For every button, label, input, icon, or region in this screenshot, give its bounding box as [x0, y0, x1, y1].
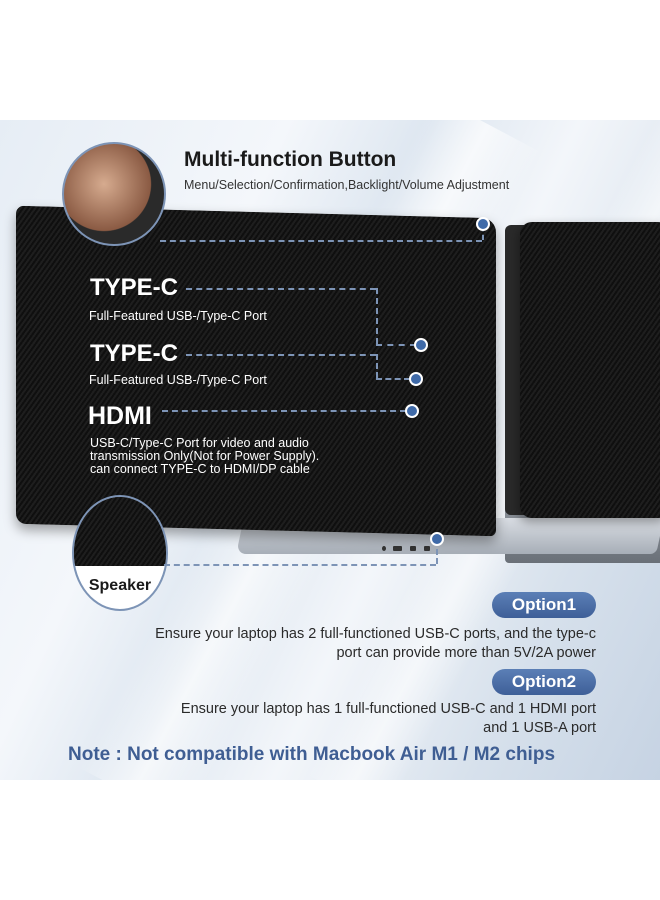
- callout-line: [376, 354, 378, 378]
- option2-text-line: and 1 USB-A port: [483, 720, 596, 736]
- callout-line: [482, 226, 484, 240]
- callout-line: [186, 354, 376, 356]
- speaker-label: Speaker: [88, 577, 152, 594]
- option2-text: Ensure your laptop has 1 full-functioned…: [36, 700, 596, 738]
- option2-text-line: Ensure your laptop has 1 full-functioned…: [180, 701, 596, 717]
- laptop-port-icon: [393, 546, 402, 551]
- callout-line: [162, 410, 406, 412]
- option1-text-line: Ensure your laptop has 2 full-functioned…: [155, 626, 596, 642]
- callout-dot-icon: [405, 404, 419, 418]
- callout-line: [436, 540, 438, 564]
- callout-line: [376, 378, 410, 380]
- laptop-port-icon: [410, 546, 416, 551]
- callout-line: [376, 288, 378, 344]
- callout-line: [164, 564, 436, 566]
- port-label-typec-2: TYPE-C: [90, 340, 179, 367]
- speaker-grille-image: [74, 497, 166, 567]
- option1-text: Ensure your laptop has 2 full-functioned…: [36, 625, 596, 663]
- port-desc-hdmi-line: USB-C/Type-C Port for video and audio: [90, 436, 309, 450]
- callout-line: [186, 288, 376, 290]
- port-desc-typec-1: Full-Featured USB-/Type-C Port: [89, 309, 267, 323]
- callout-dot-icon: [409, 372, 423, 386]
- port-desc-typec-2: Full-Featured USB-/Type-C Port: [89, 373, 267, 387]
- multifunction-title: Multi-function Button: [184, 148, 397, 171]
- monitor-left-image: [16, 205, 496, 537]
- port-label-hdmi: HDMI: [88, 402, 152, 430]
- option1-badge: Option1: [492, 592, 596, 618]
- laptop-port-icon: [382, 546, 386, 551]
- port-desc-hdmi-line: transmission Only(Not for Power Supply).: [90, 449, 320, 463]
- callout-line: [160, 240, 482, 242]
- multifunction-subtitle: Menu/Selection/Confirmation,Backlight/Vo…: [184, 178, 510, 192]
- callout-dot-icon: [430, 532, 444, 546]
- button-closeup-image: [62, 142, 166, 246]
- option1-text-line: port can provide more than 5V/2A power: [336, 645, 596, 661]
- callout-line: [376, 344, 416, 346]
- speaker-closeup-image: Speaker: [72, 495, 168, 611]
- option2-badge: Option2: [492, 669, 596, 695]
- compatibility-note: Note : Not compatible with Macbook Air M…: [68, 744, 556, 765]
- port-desc-hdmi-line: can connect TYPE-C to HDMI/DP cable: [90, 462, 310, 476]
- callout-dot-icon: [476, 217, 490, 231]
- laptop-port-icon: [424, 546, 430, 551]
- monitor-right-image: [520, 222, 660, 518]
- port-label-typec-1: TYPE-C: [90, 274, 179, 301]
- port-desc-hdmi: USB-C/Type-C Port for video and audio tr…: [90, 437, 319, 476]
- callout-dot-icon: [414, 338, 428, 352]
